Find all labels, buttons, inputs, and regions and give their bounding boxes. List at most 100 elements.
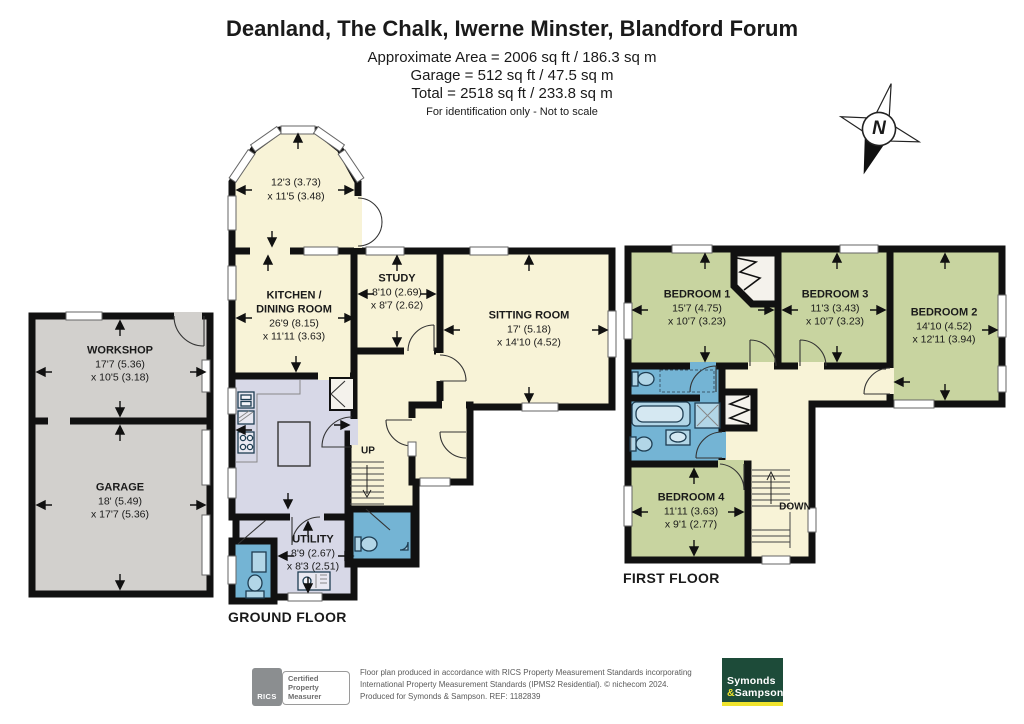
door-gap — [690, 362, 716, 370]
door-arc — [863, 367, 891, 395]
pantry-cupboard — [329, 377, 355, 411]
door-gap — [436, 353, 444, 381]
room-wc-right-floor — [346, 505, 418, 566]
window — [407, 441, 417, 457]
window — [337, 148, 365, 184]
cabinet-icon — [251, 551, 267, 573]
cupboard-zigzag — [727, 395, 752, 425]
door-gap — [718, 432, 726, 458]
room-label-conservatory: 12'3 (3.73) x 11'5 (3.48) — [267, 176, 325, 202]
window — [201, 514, 211, 576]
window — [839, 244, 879, 254]
hob-icon — [237, 431, 255, 454]
bedroom1-cupboard — [730, 249, 782, 308]
sink-bowl — [240, 400, 252, 407]
door-arc — [439, 354, 467, 382]
rics-logo-text: RICS — [257, 692, 277, 701]
window — [227, 265, 237, 301]
room-label-study: STUDY 8'10 (2.69) x 8'7 (2.62) — [370, 272, 424, 312]
symonds-sampson-logo — [722, 658, 783, 706]
rics-badge-text: Certified Property Measurer — [288, 674, 322, 701]
compass-north-label: N — [872, 118, 886, 139]
window — [997, 294, 1007, 338]
window — [623, 485, 633, 527]
window — [365, 246, 405, 256]
footer-disclaimer: Floor plan produced in accordance with R… — [360, 668, 692, 701]
door-gap — [290, 513, 324, 521]
kitchen-island — [277, 421, 311, 467]
door-gap — [404, 347, 434, 355]
cupboard-zigzag — [736, 257, 762, 291]
window — [419, 477, 451, 487]
toilet-icon — [360, 536, 378, 552]
room-label-bedroom4: BEDROOM 4 11'11 (3.63) x 9'1 (2.77) — [657, 491, 725, 531]
toilet-icon — [637, 371, 655, 387]
cupboard-doors — [330, 380, 346, 408]
kitchen-counter — [236, 380, 301, 463]
door-gap — [798, 362, 824, 370]
rics-logo — [252, 668, 282, 706]
entrance-hall-floor — [408, 401, 474, 486]
basin-bowl — [669, 431, 687, 443]
room-label-bedroom1: BEDROOM 1 15'7 (4.75) x 10'7 (3.23) — [663, 288, 731, 328]
door-gap — [318, 372, 350, 380]
room-label-bedroom2: BEDROOM 2 14'10 (4.52) x 12'11 (3.94) — [910, 306, 978, 346]
window — [607, 310, 617, 358]
door-gap — [886, 368, 894, 394]
room-label-bedroom3: BEDROOM 3 11'3 (3.43) x 10'7 (3.23) — [801, 288, 869, 328]
landing-cupboard — [718, 388, 758, 432]
room-label-kitchen: KITCHEN / DINING ROOM 26'9 (8.15) x 11'1… — [256, 289, 332, 343]
page-title: Deanland, The Chalk, Iwerne Minster, Bla… — [225, 16, 799, 41]
ground-floor-plan — [28, 125, 617, 605]
toilet-tank — [354, 536, 362, 552]
corner-basin-icon — [399, 541, 409, 551]
compass-rose — [838, 83, 922, 175]
window — [227, 387, 237, 415]
toilet-icon — [247, 574, 263, 592]
room-label-garage: GARAGE 18' (5.49) x 17'7 (5.36) — [90, 481, 150, 521]
window — [227, 555, 237, 585]
toilet-tank — [631, 371, 639, 387]
window — [65, 311, 103, 321]
stairs-up — [350, 461, 384, 505]
window — [287, 592, 323, 602]
room-label-utility: UTILITY 8'9 (2.67) x 8'3 (2.51) — [286, 533, 340, 573]
bathtub-inner — [635, 405, 684, 423]
rics-certified-badge — [282, 671, 350, 705]
door-arc — [719, 463, 745, 491]
window — [227, 195, 237, 231]
window — [469, 246, 509, 256]
total-area: Total = 2518 sq ft / 233.8 sq m — [411, 85, 613, 102]
window — [227, 467, 237, 499]
hob-ring — [246, 443, 254, 451]
door-gap — [250, 247, 290, 255]
approximate-area: Approximate Area = 2006 sq ft / 186.3 sq… — [367, 49, 657, 66]
window — [893, 399, 935, 409]
workshop-garage-outline — [28, 312, 214, 598]
symonds-sampson-logo-strip — [722, 702, 783, 706]
window — [228, 148, 256, 184]
window — [312, 125, 346, 153]
first-floor-label: FIRST FLOOR — [623, 570, 720, 586]
ground-floor-label: GROUND FLOOR — [228, 609, 347, 625]
sink-bowl — [240, 394, 252, 401]
toilet-tank — [245, 590, 265, 599]
door-arc — [695, 431, 723, 459]
shower-dashed-outline — [659, 369, 715, 393]
toilet-tank — [629, 436, 637, 452]
door-gap — [442, 401, 466, 409]
hob-ring — [239, 443, 247, 451]
door-gap — [718, 460, 744, 468]
first-floor-plan — [623, 244, 1007, 565]
window — [761, 555, 791, 565]
door-arc — [173, 315, 205, 347]
room-label-workshop: WORKSHOP 17'7 (5.36) x 10'5 (3.18) — [87, 344, 153, 384]
shower-door-line — [365, 508, 391, 531]
shower-cross — [696, 404, 719, 427]
door-arc — [321, 416, 353, 448]
door-gap — [174, 312, 202, 320]
symonds-sampson-logo-text: Symonds &Sampson — [727, 675, 784, 699]
stairs-down — [752, 469, 791, 548]
